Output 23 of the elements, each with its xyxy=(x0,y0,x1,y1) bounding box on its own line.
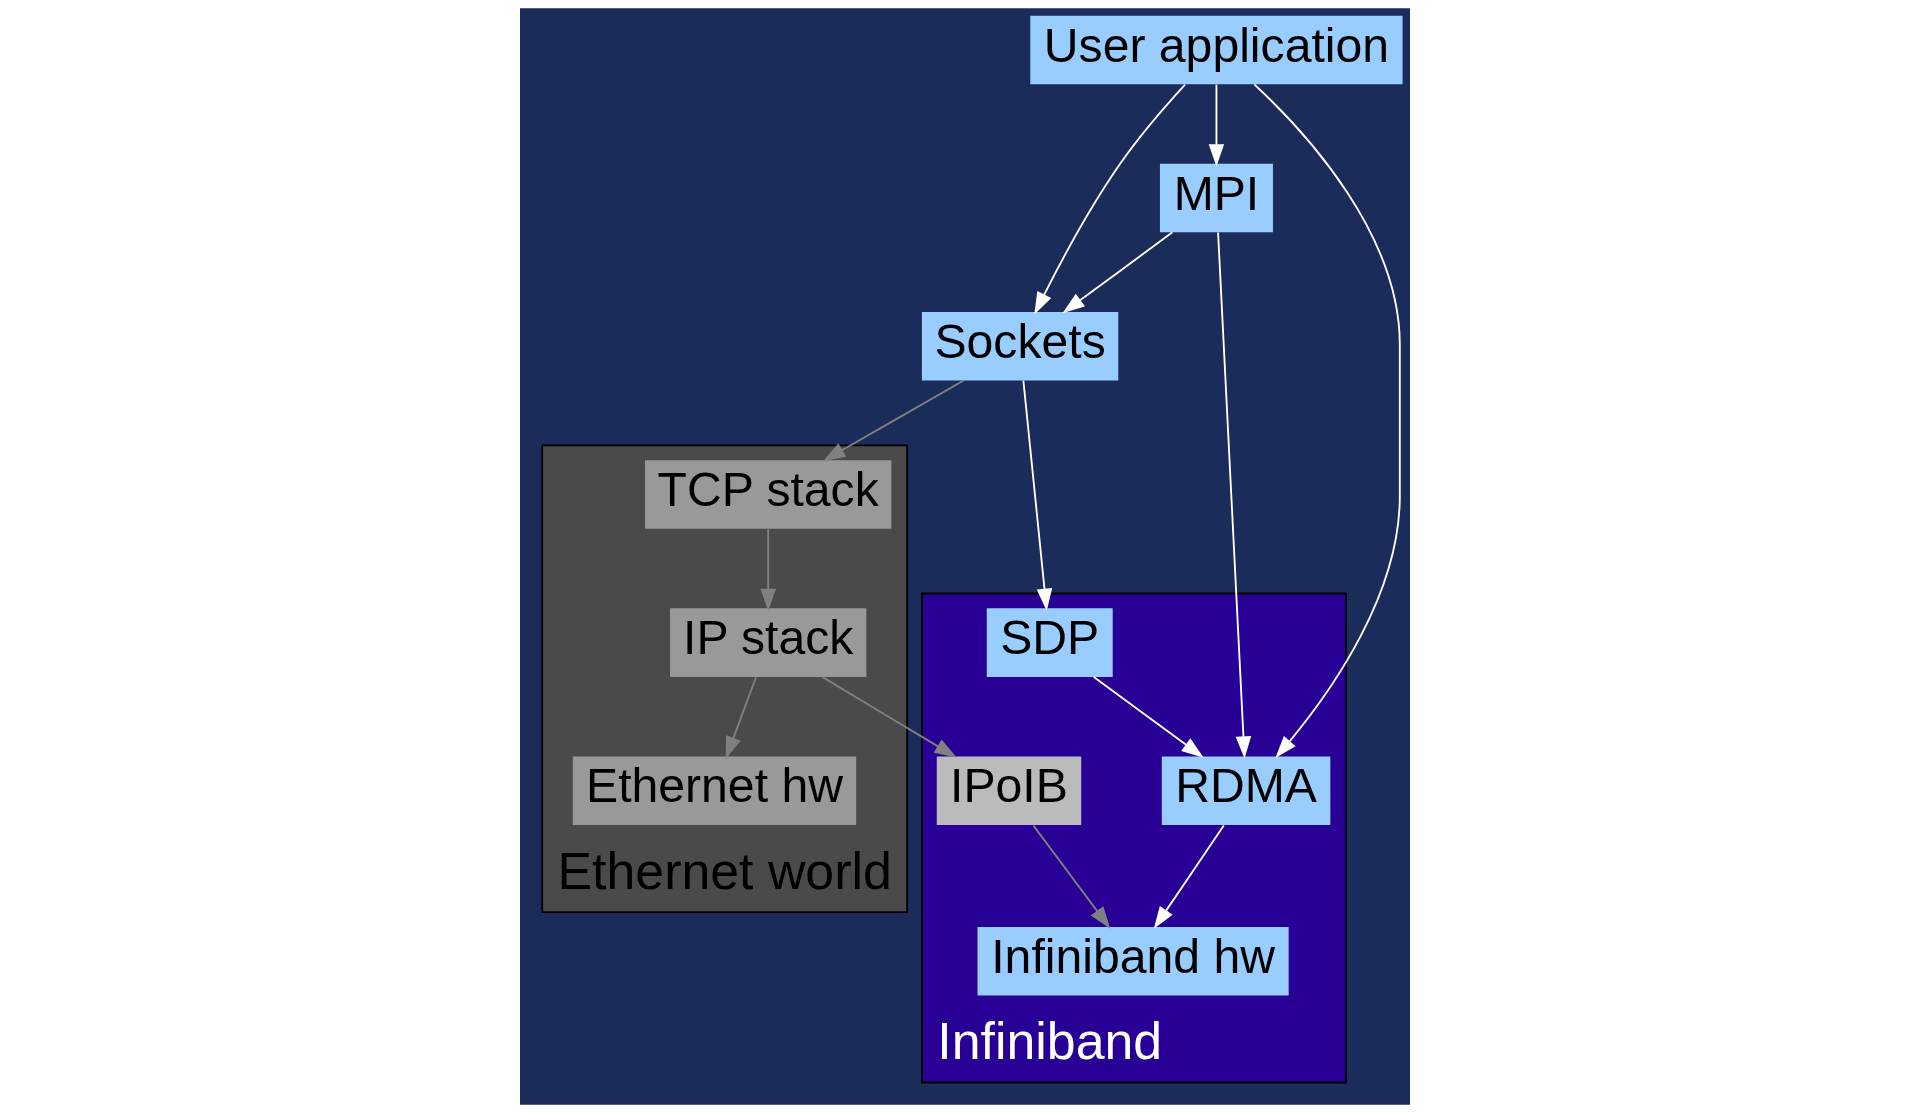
arrow xyxy=(725,676,757,759)
arrow xyxy=(822,379,964,462)
node-box: RDMA xyxy=(1161,756,1330,826)
arrow xyxy=(820,675,957,758)
arrow xyxy=(1253,83,1401,759)
node-box: IPoIB xyxy=(936,756,1081,826)
node-box: Sockets xyxy=(921,312,1118,381)
arrow xyxy=(1033,83,1186,315)
node-box: SDP xyxy=(986,608,1113,677)
node-box: User application xyxy=(1029,15,1403,85)
arrow xyxy=(1032,824,1110,929)
node-box: TCP stack xyxy=(644,460,891,529)
arrow xyxy=(1153,824,1225,929)
arrow xyxy=(1092,675,1204,758)
arrow xyxy=(759,528,776,611)
node-box: MPI xyxy=(1159,163,1273,233)
node-box: IP stack xyxy=(669,608,866,677)
node-box: Ethernet hw xyxy=(572,756,856,826)
arrow xyxy=(1216,231,1251,759)
node-box: Infiniband hw xyxy=(977,926,1289,996)
arrow xyxy=(1061,231,1173,314)
arrow xyxy=(1021,379,1052,611)
arrow xyxy=(1208,83,1224,167)
